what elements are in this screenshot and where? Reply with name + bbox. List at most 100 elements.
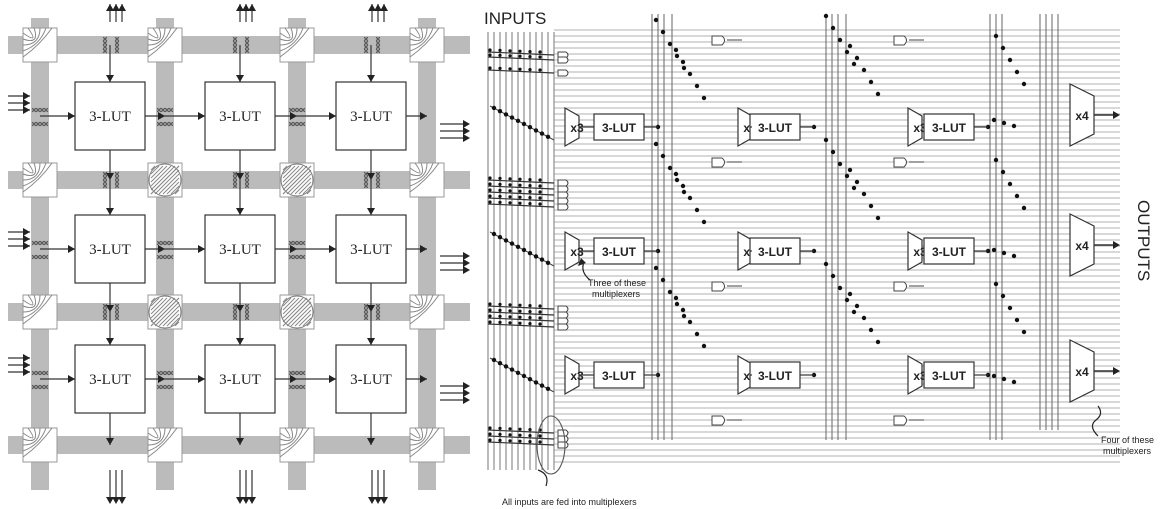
input-dot — [540, 131, 544, 135]
input-dot — [528, 428, 531, 431]
routing-dot — [876, 216, 880, 220]
input-dot — [498, 303, 501, 306]
inputs-label: INPUTS — [484, 9, 546, 28]
small-mux — [558, 180, 568, 186]
input-dot — [518, 196, 521, 199]
input-dot — [528, 178, 531, 181]
input-dot — [498, 49, 501, 52]
output-dot — [992, 118, 996, 122]
routing-dot — [852, 310, 856, 314]
routing-dot — [876, 340, 880, 344]
input-dot — [528, 316, 531, 319]
input-dot — [492, 232, 496, 236]
io-bottom-arrow — [248, 497, 256, 504]
io-output-arrow — [463, 252, 470, 260]
input-dot — [522, 248, 526, 252]
output-dot — [1012, 124, 1016, 128]
input-dot — [538, 190, 541, 193]
pin-arrow — [198, 375, 205, 383]
io-output-arrow — [463, 266, 470, 274]
routing-dot — [852, 62, 856, 66]
input-dot — [538, 196, 541, 199]
routing-dot — [1015, 70, 1019, 74]
pin-arrow — [367, 208, 375, 215]
input-dot — [488, 308, 491, 311]
input-dot — [488, 176, 491, 179]
input-dot — [508, 189, 511, 192]
mux-x4-label: x4 — [1075, 365, 1089, 379]
input-dot — [504, 238, 508, 242]
input-dot — [518, 178, 521, 181]
input-dot — [498, 177, 501, 180]
io-input-arrow — [23, 99, 30, 107]
routing-dot — [852, 186, 856, 190]
routing-dot — [994, 158, 998, 162]
routing-dot — [855, 180, 859, 184]
routing-dot — [838, 162, 842, 166]
io-input-arrow — [23, 368, 30, 376]
input-dot — [510, 367, 514, 371]
pin-arrow — [329, 112, 336, 120]
pin-arrow — [236, 338, 244, 345]
input-dot — [508, 54, 511, 57]
input-dot — [538, 304, 541, 307]
input-dot — [518, 440, 521, 443]
input-dot — [546, 261, 550, 265]
pin-arrow — [367, 75, 375, 82]
mux-x3-label: x3 — [570, 245, 584, 259]
routing-dot — [674, 48, 678, 52]
routing-dot — [1001, 46, 1005, 50]
gate — [712, 36, 725, 45]
lut-label: 3-LUT — [89, 109, 131, 125]
input-dot — [498, 361, 502, 365]
output-arrow — [1113, 111, 1120, 119]
lut-label: 3-LUT — [758, 245, 793, 259]
routing-dot — [654, 18, 658, 22]
input-dot — [518, 68, 521, 71]
routing-dot — [1001, 294, 1005, 298]
input-dot — [528, 202, 531, 205]
routing-dot — [688, 320, 692, 324]
io-bottom-arrow — [118, 497, 126, 504]
lut-label: 3-LUT — [219, 372, 261, 388]
output-dot — [1012, 254, 1016, 258]
input-dot — [528, 68, 531, 71]
routing-dot — [855, 304, 859, 308]
input-dot — [518, 428, 521, 431]
io-output-arrow — [463, 389, 470, 397]
lut-label: 3-LUT — [758, 121, 793, 135]
lut-label: 3-LUT — [602, 121, 637, 135]
input-dot — [488, 314, 491, 317]
note-four-line2: multiplexers — [1103, 446, 1152, 456]
routing-dot — [675, 302, 679, 306]
gate — [712, 282, 725, 291]
input-dot — [508, 49, 511, 52]
input-dot — [528, 304, 531, 307]
routing-dot — [831, 150, 835, 154]
input-dot — [488, 200, 491, 203]
bundle-wire — [488, 436, 554, 439]
routing-dot — [681, 308, 685, 312]
input-dot — [540, 383, 544, 387]
input-dot — [538, 178, 541, 181]
routing-dot — [1015, 318, 1019, 322]
routing-dot — [1008, 58, 1012, 62]
input-dot — [528, 50, 531, 53]
lut-grid: 3-LUT3-LUT3-LUT3-LUT3-LUT3-LUT3-LUT3-LUT… — [40, 45, 427, 445]
small-mux — [558, 306, 568, 312]
routing-dot — [831, 26, 835, 30]
input-dot — [498, 189, 501, 192]
pin-arrow — [329, 375, 336, 383]
input-dot — [510, 241, 514, 245]
io-input-arrow — [23, 361, 30, 369]
mux-x3-label: x3 — [570, 121, 584, 135]
lut-label: 3-LUT — [602, 245, 637, 259]
bundle-wire — [488, 204, 554, 207]
io-output-arrow — [463, 382, 470, 390]
input-dot — [508, 321, 511, 324]
input-dot — [522, 122, 526, 126]
lut-label: 3-LUT — [932, 369, 967, 383]
pin-arrow — [329, 245, 336, 253]
small-mux — [558, 324, 568, 330]
routing-dot — [681, 184, 685, 188]
